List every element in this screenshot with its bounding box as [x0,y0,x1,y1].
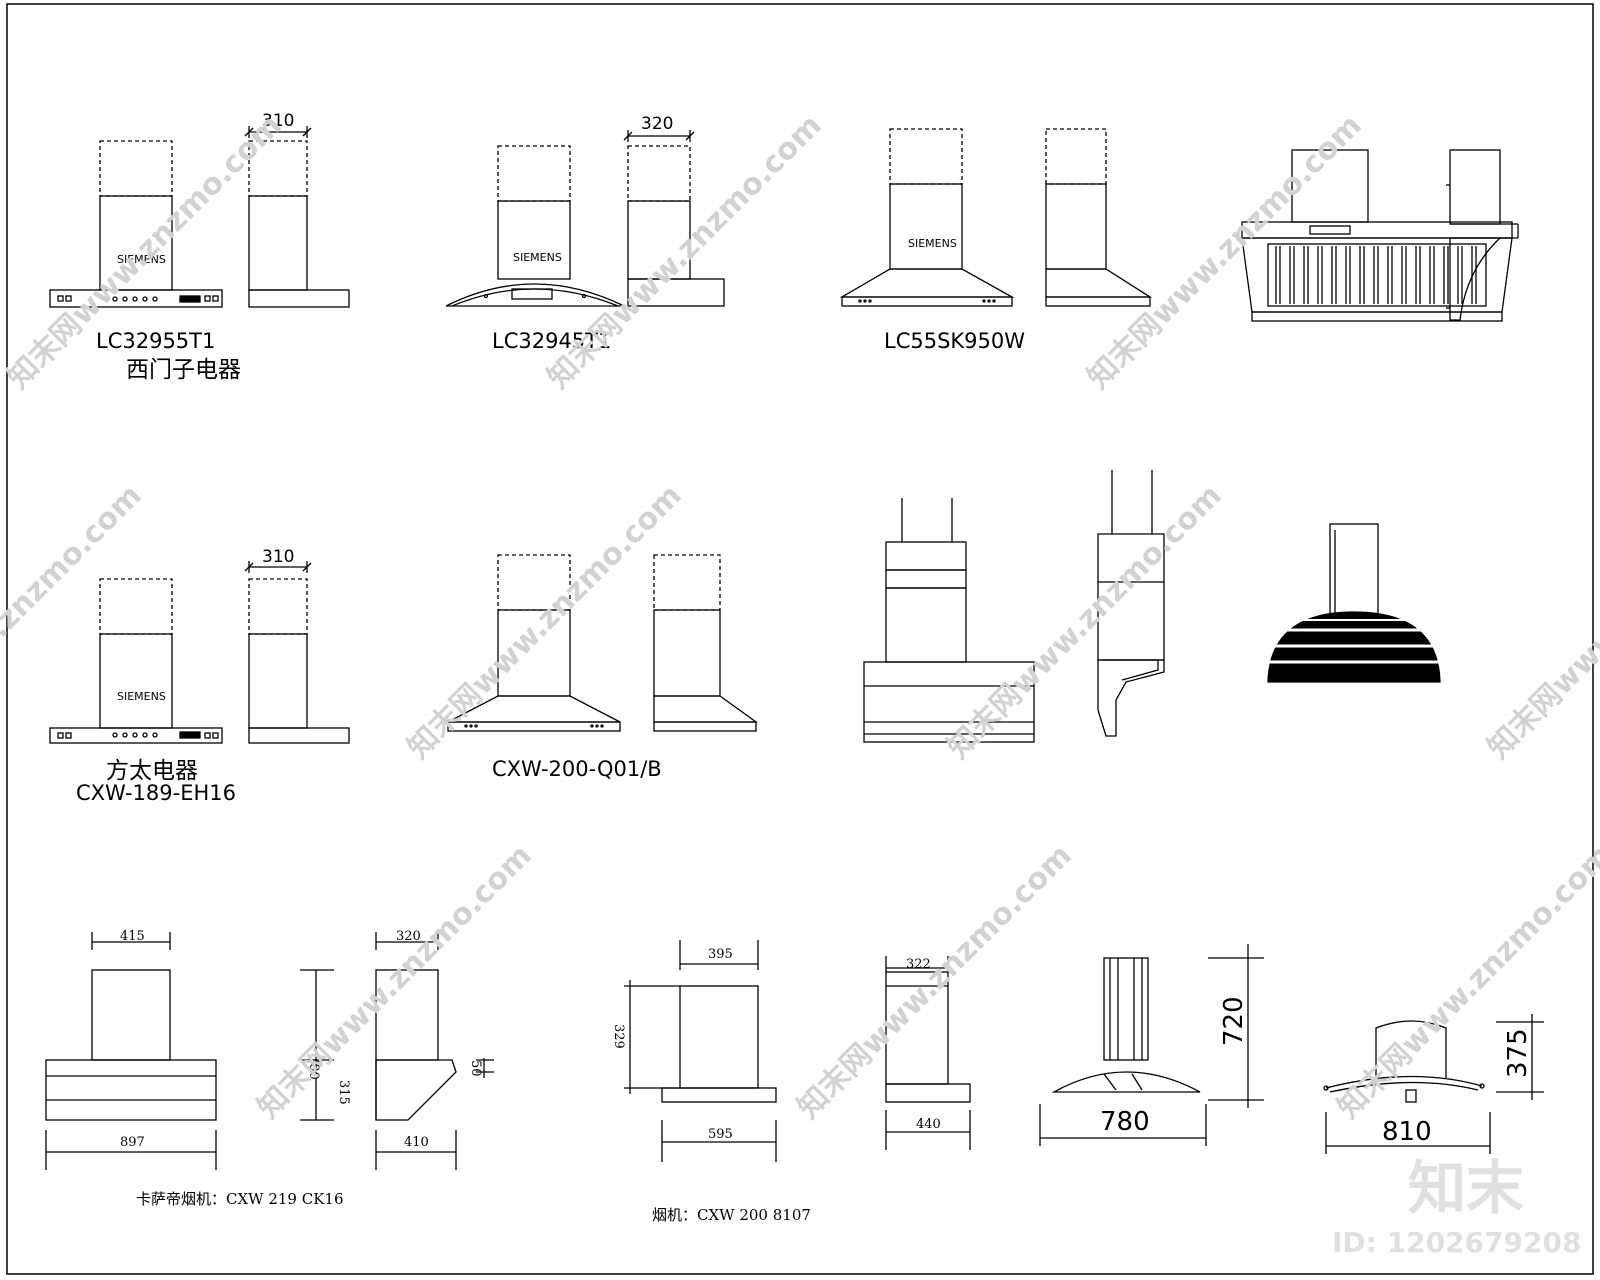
hood-lc32955t1-front: SIEMENS [49,140,223,308]
hood-short-810: 810 375 [1323,1014,1544,1154]
hood-filter-side [1446,149,1519,321]
hood-t-side [1097,470,1165,737]
watermark-7: 知末网www.znzmo.com [1481,478,1600,766]
dim-780-row3: 780 [306,1055,321,1080]
corner-logo: 知末 [1408,1154,1524,1222]
hood-lc55sk950w-side [1045,128,1153,307]
hood-cxw200-side [653,554,759,732]
dim-322: 322 [906,957,931,972]
watermark-4: 知末网www.znzmo.com [0,478,149,766]
brand-label: SIEMENS [117,253,166,266]
hood-cxw200-front [447,554,621,732]
filter-slats [1275,246,1477,304]
dim-595: 595 [708,1127,733,1142]
brand-fotile-cn: 方太电器 [106,758,198,784]
hood-dome [1267,523,1441,683]
watermark-6: 知末网www.znzmo.com [941,478,1229,766]
dim-780-hood: 780 [1100,1107,1150,1137]
hood-filter-front [1241,149,1513,322]
watermark-9: 知末网www.znzmo.com [791,838,1079,1126]
dim-720: 720 [1219,996,1249,1046]
hood-lc32945t1-side: 320 [623,114,725,307]
sheet-border [6,3,1594,1275]
hood-chimney-780: 780 720 [1039,944,1264,1146]
caption-casarte: 卡萨帝烟机：CXW 219 CK16 [136,1190,344,1208]
model-lc55sk950w: LC55SK950W [884,329,1025,353]
dim-810: 810 [1382,1117,1432,1147]
dim-410: 410 [404,1135,429,1150]
hood-casarte-side: 320 410 780 315 50 [300,929,494,1170]
dim-315: 315 [336,1080,351,1105]
model-cxw200-q01b: CXW-200-Q01/B [492,757,662,781]
watermark-2: 知末网www.znzmo.com [541,108,829,396]
hood-cxw189-front: SIEMENS [49,578,223,744]
corner-id: ID: 1202679208 [1332,1226,1581,1259]
hood-lc55sk950w-front: SIEMENS [839,128,1015,307]
model-cxw189: CXW-189-EH16 [76,781,236,805]
model-lc32945t1: LC32945T1 [492,329,611,353]
dim-375: 375 [1503,1028,1533,1078]
hood-cxw200-8107: 395 329 595 [611,940,777,1162]
brand-siemens-cn: 西门子电器 [126,357,241,383]
hood-cxw189-side: 310 [244,547,350,744]
hood-lc32945t1-front: SIEMENS [445,145,625,307]
watermark-3: 知末网www.znzmo.com [1081,108,1369,396]
brand-label-4: SIEMENS [117,690,166,703]
dim-50: 50 [468,1060,483,1077]
brand-label-2: SIEMENS [513,251,562,264]
dim-440: 440 [916,1117,941,1132]
brand-label-3: SIEMENS [908,237,957,250]
watermark-8: 知末网www.znzmo.com [251,838,539,1126]
caption-cxw200-8107: 烟机：CXW 200 8107 [652,1206,811,1224]
dim-897: 897 [120,1135,145,1150]
hood-322-440: 322 440 [885,956,971,1150]
dim-320-row3: 320 [396,929,421,944]
model-lc32955t1: LC32955T1 [96,329,215,353]
hood-lc32955t1-side: 310 [244,111,350,308]
hood-casarte-front: 415 897 [45,929,217,1170]
dim-310-row1: 310 [262,111,294,131]
hood-t-front [863,498,1035,743]
dim-415: 415 [120,929,145,944]
dim-395: 395 [708,947,733,962]
dim-329: 329 [611,1024,626,1049]
dim-310-row2: 310 [262,547,294,567]
dim-320-row1: 320 [641,114,673,134]
